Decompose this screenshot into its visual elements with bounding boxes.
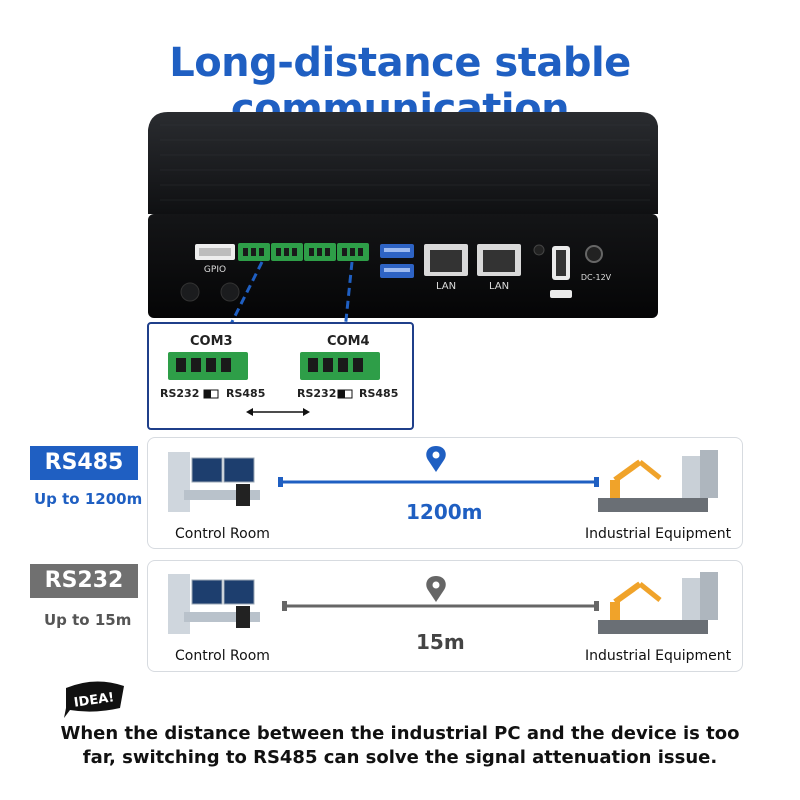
com3-label: COM3 <box>190 334 233 349</box>
rs232-badge: RS232 <box>30 564 138 598</box>
footer-line-2: far, switching to RS485 can solve the si… <box>82 747 718 768</box>
lan1-label: LAN <box>436 281 456 292</box>
com4-rs232-label: RS232 <box>297 387 337 400</box>
rs485-right-caption: Industrial Equipment <box>585 526 732 542</box>
com-connectors-graphic <box>168 352 380 416</box>
rs485-badge: RS485 <box>30 446 138 480</box>
com4-rs485-label: RS485 <box>359 387 399 400</box>
idea-label: IDEA! <box>73 690 115 710</box>
footer-text: When the distance between the industrial… <box>0 722 800 770</box>
rs232-distance: 15m <box>416 630 465 654</box>
rs485-distance: 1200m <box>406 500 483 524</box>
page-title: Long-distance stable communication <box>169 40 631 132</box>
com3-rs485-label: RS485 <box>226 387 266 400</box>
control-room-icon <box>168 452 260 512</box>
dc-label: DC-12V <box>581 273 612 282</box>
industrial-robot-icon <box>598 450 718 512</box>
rs485-subtitle: Up to 1200m <box>34 490 143 508</box>
footer-line-1: When the distance between the industrial… <box>60 723 740 744</box>
rs232-right-caption: Industrial Equipment <box>585 648 732 664</box>
rs232-subtitle: Up to 15m <box>44 611 132 629</box>
com3-rs232-label: RS232 <box>160 387 200 400</box>
gpio-label: GPIO <box>204 265 226 275</box>
rs232-left-caption: Control Room <box>175 648 270 664</box>
idea-bubble-icon: IDEA! <box>64 681 124 718</box>
rs485-left-caption: Control Room <box>175 526 270 542</box>
lan2-label: LAN <box>489 281 509 292</box>
com4-label: COM4 <box>327 334 370 349</box>
